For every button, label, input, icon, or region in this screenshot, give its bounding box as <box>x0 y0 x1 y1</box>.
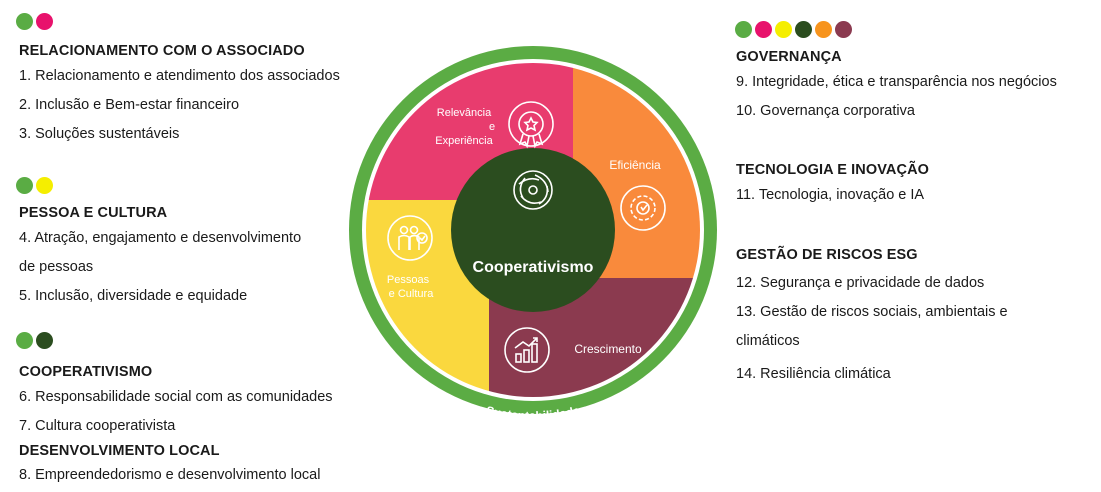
dot-green <box>16 12 33 30</box>
people-icon <box>387 215 433 261</box>
label-pessoas-2: e Cultura <box>389 288 435 300</box>
color-dots <box>16 176 301 194</box>
label-relevancia-2: e <box>489 121 495 133</box>
color-dots <box>16 12 340 30</box>
list-item: 13. Gestão de riscos sociais, ambientais… <box>736 304 1008 320</box>
section-desenvolvimento: DESENVOLVIMENTO LOCAL 8. Empreendedorism… <box>19 440 320 488</box>
section-governanca: GOVERNANÇA 9. Integridade, ética e trans… <box>735 20 1057 126</box>
list-item: 12. Segurança e privacidade de dados <box>736 275 985 291</box>
section-tecnologia: TECNOLOGIA E INOVAÇÃO 11. Tecnologia, in… <box>736 159 929 210</box>
list-item: 8. Empreendedorismo e desenvolvimento lo… <box>19 467 321 483</box>
list-item: 11. Tecnologia, inovação e IA <box>736 187 925 203</box>
dot-wine <box>835 20 852 38</box>
dot-green <box>16 331 33 349</box>
list-item: climáticos <box>736 333 800 349</box>
label-eficiencia: Eficiência <box>609 158 661 172</box>
list-item: 2. Inclusão e Bem-estar financeiro <box>19 97 240 113</box>
list-item: 6. Responsabilidade social com as comuni… <box>19 389 333 405</box>
label-relevancia-1: Relevância <box>437 107 492 119</box>
section-riscos: GESTÃO DE RISCOS ESG 12. Segurança e pri… <box>736 244 1008 389</box>
dot-orange <box>815 20 832 38</box>
list-item: 9. Integridade, ética e transparência no… <box>736 74 1057 90</box>
dot-yellow <box>775 20 792 38</box>
section-title: RELACIONAMENTO COM O ASSOCIADO <box>19 43 305 59</box>
list-item: 5. Inclusão, diversidade e equidade <box>19 288 248 304</box>
section-title: COOPERATIVISMO <box>19 364 153 380</box>
dot-pink <box>755 20 772 38</box>
section-relacionamento: RELACIONAMENTO COM O ASSOCIADO 1. Relaci… <box>16 12 340 149</box>
label-crescimento: Crescimento <box>574 342 642 356</box>
wheel-svg: Cooperativismo Relevância e Experiência … <box>349 46 717 423</box>
section-title: DESENVOLVIMENTO LOCAL <box>19 443 220 459</box>
growth-chart-icon <box>504 327 550 373</box>
section-pessoa: PESSOA E CULTURA 4. Atração, engajamento… <box>16 176 301 311</box>
award-badge-icon <box>508 101 554 149</box>
label-pessoas-1: Pessoas <box>387 274 430 286</box>
wheel-segments <box>366 63 700 397</box>
gear-icon <box>620 185 666 231</box>
section-title: GOVERNANÇA <box>736 49 842 65</box>
list-item: de pessoas <box>19 259 94 275</box>
dot-pink <box>36 12 53 30</box>
ring-label-path: Sustentabilidade <box>485 403 582 423</box>
list-item: 7. Cultura cooperativista <box>19 418 176 434</box>
list-item: 4. Atração, engajamento e desenvolviment… <box>19 230 302 246</box>
section-title: GESTÃO DE RISCOS ESG <box>736 247 918 263</box>
wheel-diagram: Cooperativismo Relevância e Experiência … <box>346 30 720 426</box>
dot-dark-green <box>36 331 53 349</box>
color-dots <box>735 20 1057 38</box>
section-title: TECNOLOGIA E INOVAÇÃO <box>736 162 930 178</box>
dot-green <box>16 176 33 194</box>
list-item: 14. Resiliência climática <box>736 366 891 382</box>
center-label: Cooperativismo <box>473 259 594 276</box>
dot-yellow <box>36 176 53 194</box>
list-item: 3. Soluções sustentáveis <box>19 126 180 142</box>
dot-green <box>735 20 752 38</box>
color-dots <box>16 331 333 349</box>
section-cooperativismo: COOPERATIVISMO 6. Responsabilidade socia… <box>16 331 333 441</box>
core-circle <box>451 148 615 312</box>
list-item: 1. Relacionamento e atendimento dos asso… <box>19 68 340 84</box>
dot-dark-green <box>795 20 812 38</box>
label-relevancia-3: Experiência <box>435 135 493 147</box>
list-item: 10. Governança corporativa <box>736 103 915 119</box>
section-title: PESSOA E CULTURA <box>19 205 168 221</box>
ring-label: Sustentabilidade <box>485 403 582 423</box>
spiral-icon <box>513 170 553 210</box>
